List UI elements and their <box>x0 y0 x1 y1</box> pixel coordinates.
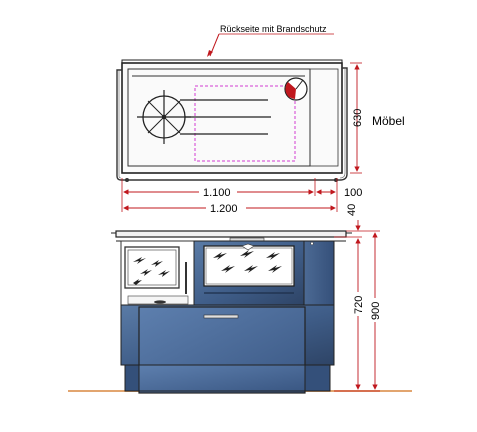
hotplate-zone-dashed <box>194 85 296 162</box>
dim-side-clearance-value: 100 <box>344 187 362 199</box>
firebox-glass-marks <box>133 257 170 285</box>
oven-glass-marks <box>213 250 282 273</box>
annotation-arrowhead <box>207 50 213 57</box>
front-view: 40 720 900 <box>68 204 412 394</box>
dim-top-thickness-value: 40 <box>346 204 358 216</box>
cooktop-plate <box>115 230 347 238</box>
dim-width-total-value: 1.200 <box>210 203 238 215</box>
oven-top-section <box>309 68 339 167</box>
oven-window <box>203 245 295 287</box>
top-view: Rückseite mit Brandschutz <box>116 24 405 215</box>
stove-top-outline <box>121 62 343 174</box>
dim-depth-value: 630 <box>352 109 364 127</box>
annotation-label: Rückseite mit Brandschutz <box>220 24 327 34</box>
dim-width-inner-value: 1.100 <box>203 187 231 199</box>
firebox-door <box>124 246 180 289</box>
furniture-label: Möbel <box>372 114 405 128</box>
ash-drawer <box>127 295 189 305</box>
dim-total-height-value: 900 <box>370 302 382 320</box>
right-side-panel <box>303 240 335 306</box>
drawer-handle <box>203 314 239 319</box>
handrail <box>116 67 348 181</box>
logo-emblem <box>241 243 255 251</box>
dim-body-height-value: 720 <box>353 296 365 314</box>
